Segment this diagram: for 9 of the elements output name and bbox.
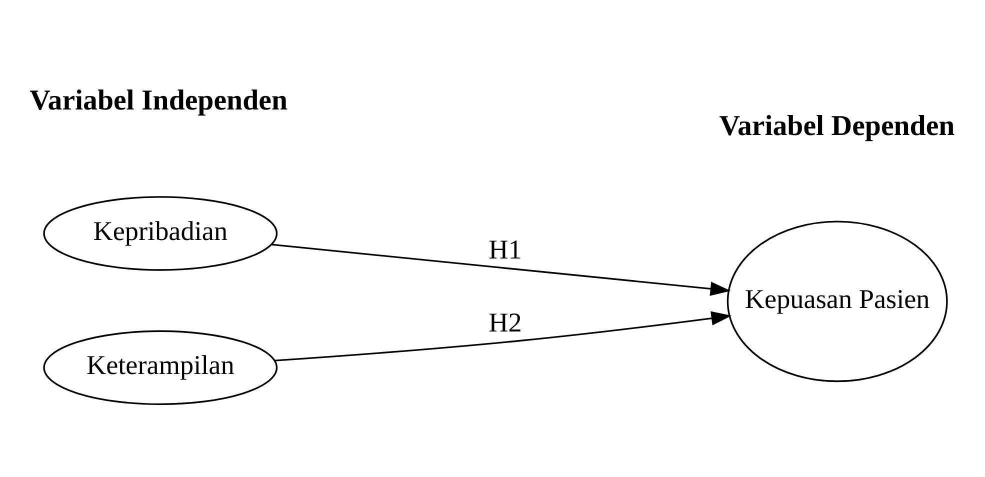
- arrow: [274, 310, 732, 361]
- label: Variabel Dependen: [719, 110, 955, 142]
- edge-label: H1: [488, 234, 522, 264]
- label: Variabel Independen: [30, 84, 288, 116]
- node-ellipse: Kepribadian: [43, 196, 278, 270]
- node-ellipse: Kepuasan Pasien: [726, 220, 948, 382]
- edge-label: H2: [488, 307, 522, 338]
- node-ellipse: Keterampilan: [43, 330, 278, 405]
- arrow: [272, 243, 731, 296]
